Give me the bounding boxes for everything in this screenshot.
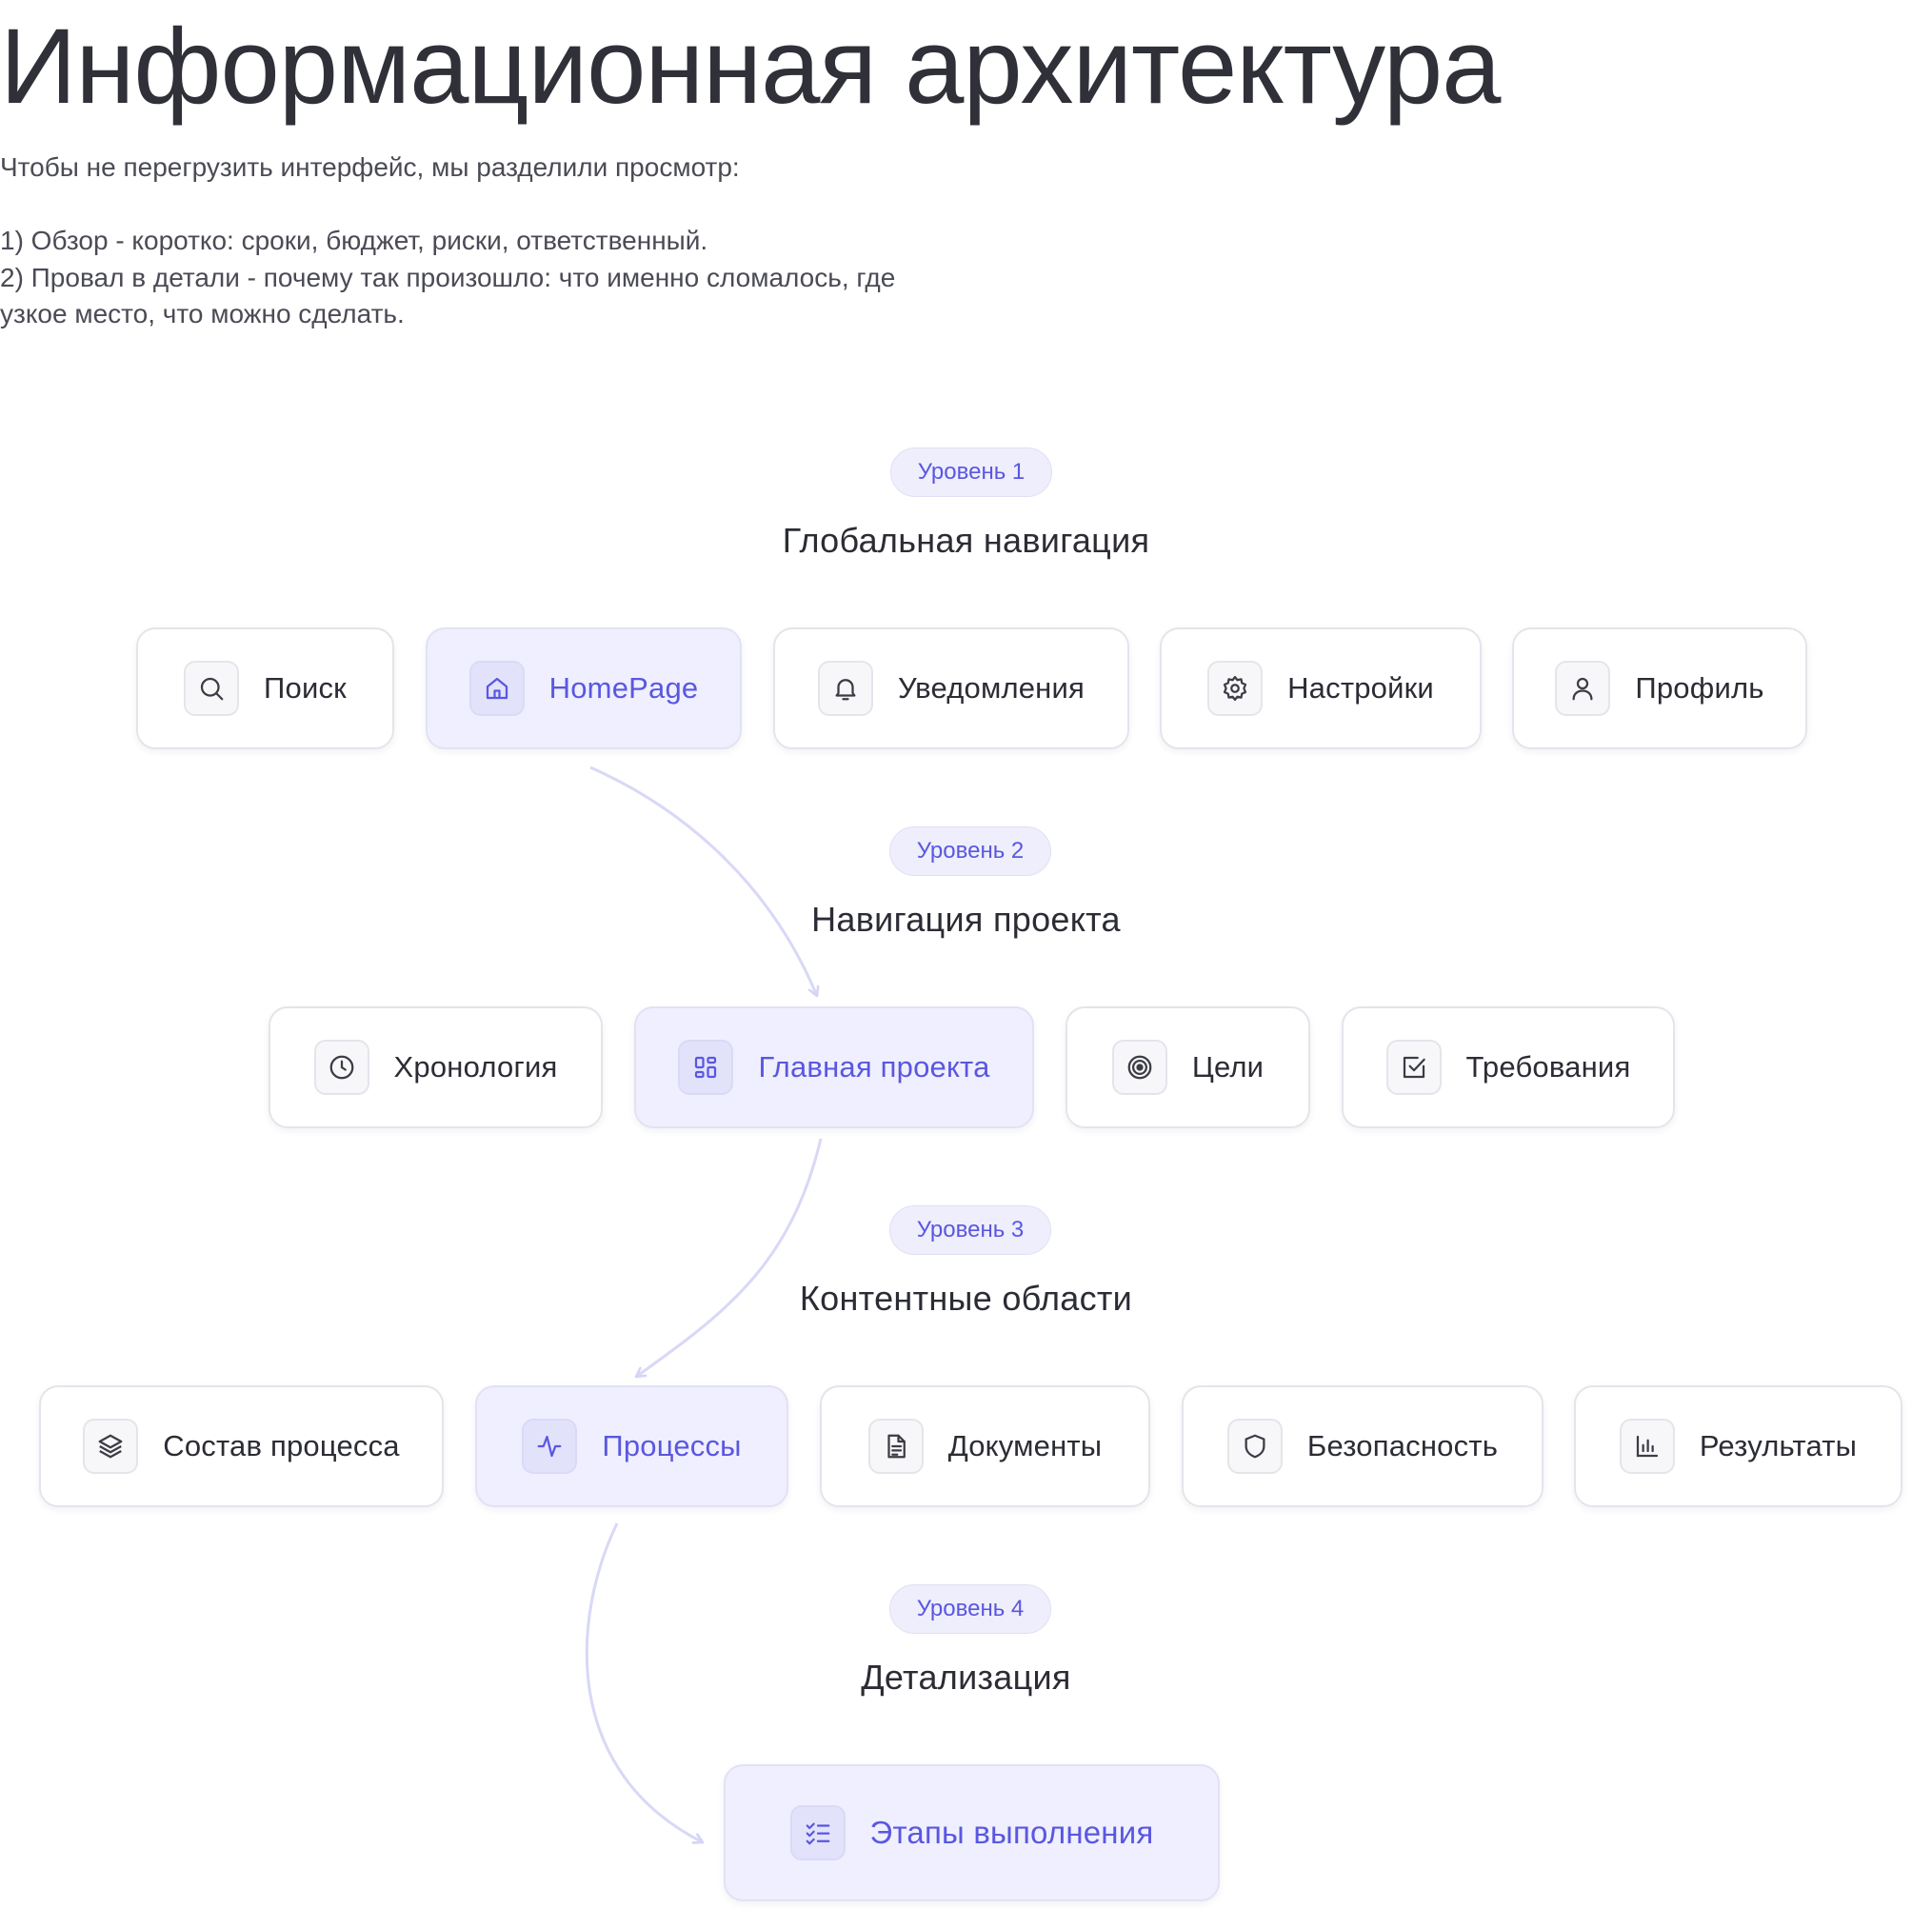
content-item-security[interactable]: Безопасность bbox=[1182, 1385, 1544, 1507]
level-title: Навигация проекта bbox=[811, 900, 1121, 939]
level-badge: Уровень 4 bbox=[889, 1584, 1051, 1634]
intro-text: Чтобы не перегрузить интерфейс, мы разде… bbox=[0, 149, 1047, 333]
level-title: Детализация bbox=[861, 1658, 1071, 1697]
detail-item-execution-stages[interactable]: Этапы выполнения bbox=[724, 1764, 1220, 1901]
level-badge: Уровень 2 bbox=[889, 826, 1051, 876]
content-item-label: Результаты bbox=[1699, 1429, 1858, 1462]
nav-item-search[interactable]: Поиск bbox=[136, 627, 394, 749]
project-item-label: Цели bbox=[1191, 1050, 1265, 1084]
activity-icon bbox=[522, 1419, 578, 1474]
project-item-timeline[interactable]: Хронология bbox=[269, 1006, 603, 1128]
gear-icon bbox=[1207, 661, 1264, 716]
content-item-results[interactable]: Результаты bbox=[1574, 1385, 1902, 1507]
intro-line: узкое место, что можно сделать. bbox=[0, 299, 405, 328]
checkbox-icon bbox=[1385, 1040, 1442, 1095]
level-badge: Уровень 1 bbox=[890, 447, 1052, 497]
content-item-label: Безопасность bbox=[1306, 1429, 1499, 1462]
bell-icon bbox=[817, 661, 873, 716]
content-item-label: Документы bbox=[947, 1429, 1103, 1462]
project-item-goals[interactable]: Цели bbox=[1066, 1006, 1310, 1128]
search-icon bbox=[184, 661, 240, 716]
nav-item-label: Уведомления bbox=[897, 671, 1086, 705]
shield-icon bbox=[1226, 1419, 1283, 1474]
detail-item-label: Этапы выполнения bbox=[869, 1815, 1154, 1850]
home-icon bbox=[468, 661, 525, 716]
content-item-label: Процессы bbox=[602, 1429, 742, 1462]
content-item-processes[interactable]: Процессы bbox=[475, 1385, 788, 1507]
arrow-level2-to-level3 bbox=[636, 1138, 823, 1377]
nav-item-label: Поиск bbox=[264, 671, 347, 705]
checklist-icon bbox=[789, 1805, 846, 1860]
project-item-label: Требования bbox=[1465, 1050, 1631, 1084]
project-item-main[interactable]: Главная проекта bbox=[634, 1006, 1034, 1128]
nav-item-profile[interactable]: Профиль bbox=[1512, 627, 1807, 749]
target-icon bbox=[1111, 1040, 1167, 1095]
nav-item-label: HomePage bbox=[548, 671, 699, 705]
nav-item-label: Настройки bbox=[1287, 671, 1434, 705]
clock-icon bbox=[313, 1040, 369, 1095]
dashboard-icon bbox=[678, 1040, 734, 1095]
nav-item-label: Профиль bbox=[1635, 671, 1764, 705]
content-item-process-composition[interactable]: Состав процесса bbox=[39, 1385, 444, 1507]
content-item-label: Состав процесса bbox=[163, 1429, 400, 1462]
bar-chart-icon bbox=[1619, 1419, 1675, 1474]
project-item-label: Главная проекта bbox=[758, 1050, 990, 1084]
project-item-requirements[interactable]: Требования bbox=[1342, 1006, 1675, 1128]
page-title: Информационная архитектура bbox=[0, 7, 1501, 126]
intro-line: 2) Провал в детали - почему так произошл… bbox=[0, 262, 896, 292]
level-title: Глобальная навигация bbox=[782, 521, 1150, 560]
level-badge: Уровень 3 bbox=[889, 1205, 1051, 1255]
content-item-documents[interactable]: Документы bbox=[820, 1385, 1150, 1507]
user-icon bbox=[1555, 661, 1611, 716]
project-item-label: Хронология bbox=[393, 1050, 558, 1084]
nav-item-settings[interactable]: Настройки bbox=[1160, 627, 1482, 749]
intro-line: Чтобы не перегрузить интерфейс, мы разде… bbox=[0, 152, 740, 182]
nav-item-notifications[interactable]: Уведомления bbox=[773, 627, 1129, 749]
arrow-level1-to-level2 bbox=[589, 766, 817, 996]
document-icon bbox=[867, 1419, 924, 1474]
layers-icon bbox=[83, 1419, 139, 1474]
level-title: Контентные области bbox=[799, 1279, 1133, 1318]
nav-item-homepage[interactable]: HomePage bbox=[426, 627, 742, 749]
intro-line: 1) Обзор - коротко: сроки, бюджет, риски… bbox=[0, 226, 708, 255]
